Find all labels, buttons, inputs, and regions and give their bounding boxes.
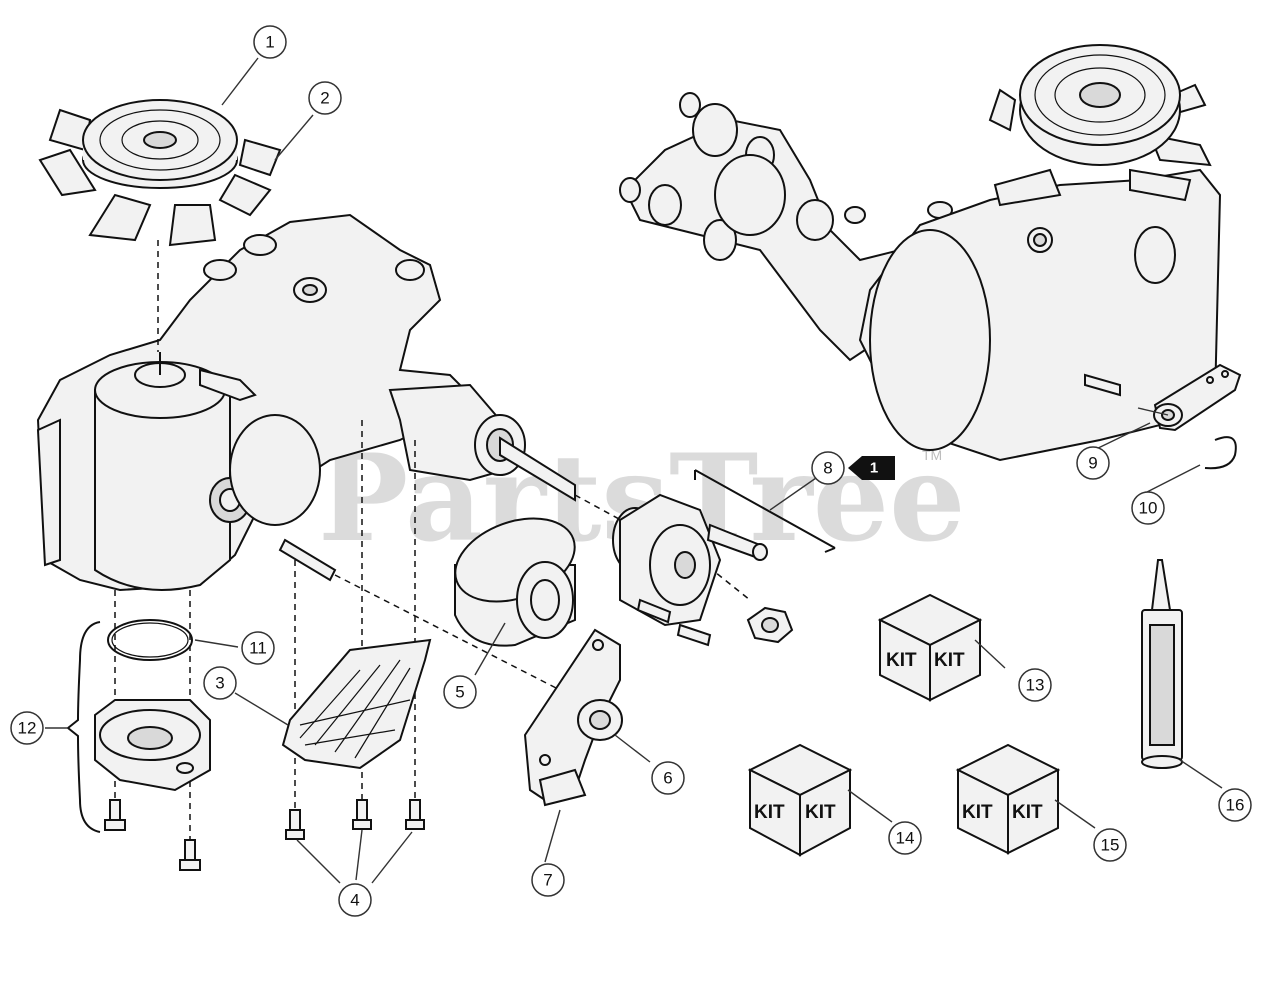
- callout-11: 11: [241, 631, 275, 665]
- fan-pulley-assembly: [38, 99, 282, 247]
- svg-text:15: 15: [1101, 836, 1120, 855]
- callout-14: 14: [888, 821, 922, 855]
- shield-guard: [281, 638, 432, 770]
- svg-text:7: 7: [543, 871, 552, 890]
- retaining-clip: [1204, 436, 1237, 470]
- svg-text:9: 9: [1088, 454, 1097, 473]
- callout-13: 13: [1018, 668, 1052, 702]
- svg-text:16: 16: [1226, 796, 1245, 815]
- svg-text:2: 2: [320, 89, 329, 108]
- group-brace-12: [66, 621, 101, 833]
- flag-label: 1: [870, 460, 878, 477]
- callout-16: 16: [1218, 788, 1252, 822]
- leader-lines: [45, 57, 1223, 884]
- svg-text:4: 4: [350, 891, 359, 910]
- transaxle-housing: [36, 213, 576, 592]
- callout-1: 1: [253, 25, 287, 59]
- callout-4: 4: [338, 883, 372, 917]
- callout-10: 10: [1131, 491, 1165, 525]
- callout-15: 15: [1093, 828, 1127, 862]
- callout-2: 2: [308, 81, 342, 115]
- reference-flag: 1: [848, 456, 895, 480]
- o-ring: [107, 619, 193, 661]
- callout-12: 12: [10, 711, 44, 745]
- svg-text:1: 1: [265, 33, 274, 52]
- wheel-hub: [612, 493, 794, 647]
- kit-13-label-right: KIT: [934, 650, 965, 671]
- svg-text:11: 11: [249, 639, 267, 658]
- bolts: [104, 799, 425, 871]
- kit-box-14: KIT KIT: [747, 743, 853, 857]
- svg-text:5: 5: [455, 683, 464, 702]
- oil-filter: [454, 517, 576, 647]
- svg-text:12: 12: [18, 719, 37, 738]
- svg-text:3: 3: [215, 674, 224, 693]
- kit-14-label-right: KIT: [805, 802, 836, 823]
- kit-14-label-left: KIT: [754, 802, 785, 823]
- kit-13-label-left: KIT: [886, 650, 917, 671]
- callout-3: 3: [203, 666, 237, 700]
- watermark-tm: TM: [922, 447, 942, 463]
- callout-8: 8: [811, 451, 845, 485]
- transaxle-assembled-view: [619, 44, 1222, 462]
- callout-9: 9: [1076, 446, 1110, 480]
- kit-15-label-right: KIT: [1012, 802, 1043, 823]
- kit-box-15: KIT KIT: [955, 743, 1061, 855]
- callout-7: 7: [531, 863, 565, 897]
- svg-text:10: 10: [1139, 499, 1158, 518]
- callout-5: 5: [443, 675, 477, 709]
- svg-text:14: 14: [896, 829, 915, 848]
- sealant-tube: [1141, 559, 1183, 769]
- kit-15-label-left: KIT: [962, 802, 993, 823]
- svg-text:8: 8: [823, 459, 832, 478]
- bypass-lever: [1153, 363, 1242, 432]
- svg-text:6: 6: [663, 769, 672, 788]
- control-arm-plate: [523, 628, 623, 807]
- filter-cap: [94, 699, 211, 792]
- callout-6: 6: [651, 761, 685, 795]
- svg-text:13: 13: [1026, 676, 1045, 695]
- kit-box-13: KIT KIT: [877, 593, 983, 702]
